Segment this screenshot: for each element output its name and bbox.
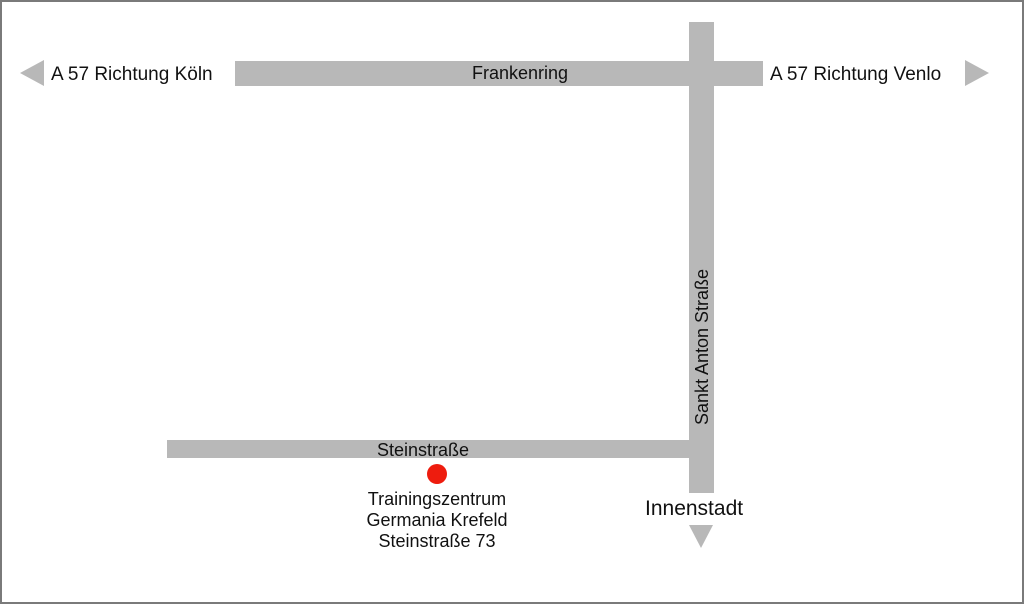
location-marker [427, 464, 447, 484]
location-line-3: Steinstraße 73 [378, 531, 496, 551]
label-steinstrasse: Steinstraße [377, 440, 470, 460]
label-sankt-anton-strasse: Sankt Anton Straße [692, 268, 712, 426]
location-line-2: Germania Krefeld [366, 510, 508, 530]
label-frankenring: Frankenring [472, 63, 569, 83]
label-west: A 57 Richtung Köln [51, 64, 213, 85]
road-steinstrasse [167, 440, 714, 458]
location-line-1: Trainingszentrum [367, 489, 507, 509]
label-east: A 57 Richtung Venlo [770, 64, 942, 85]
road-frankenring [235, 61, 763, 86]
label-innenstadt: Innenstadt [645, 497, 744, 520]
arrow-left-icon [20, 60, 44, 86]
arrow-down-icon [689, 525, 713, 548]
location-label: Trainingszentrum Germania Krefeld Steins… [337, 489, 537, 552]
road-sankt-anton-strasse [689, 22, 714, 493]
arrow-right-icon [965, 60, 989, 86]
